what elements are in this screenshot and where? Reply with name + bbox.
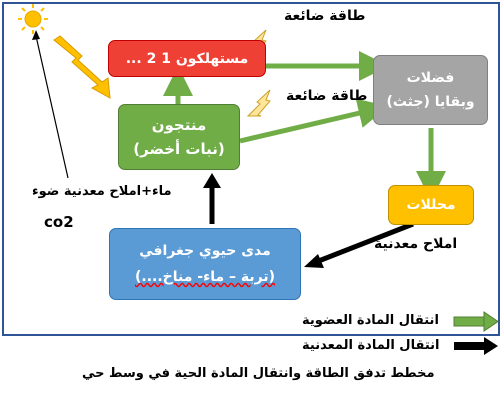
producers-box: منتجون (نبات أخضر)	[118, 104, 240, 170]
producers-sublabel: (نبات أخضر)	[133, 140, 225, 158]
decomposers-label: محللات	[406, 197, 456, 213]
mineral-salts-label: املاح معدنية	[374, 236, 458, 252]
consumers-label: مستهلكون 1 2 ...	[125, 50, 249, 67]
waste-label: فضلات	[406, 70, 455, 86]
sun-icon	[18, 4, 48, 34]
co2-label: co2	[44, 213, 74, 231]
decomposers-box: محللات	[388, 185, 474, 225]
waste-sublabel: وبقايا (جثث)	[386, 94, 475, 110]
light-input-arrow	[35, 35, 69, 179]
lightning-icon	[246, 89, 271, 117]
lost-energy-label-mid: طاقة ضائعة	[286, 88, 368, 104]
lightning-icon	[53, 35, 111, 99]
legend-organic-label: انتقال المادة العضوية	[302, 313, 439, 328]
waste-box: فضلات وبقايا (جثث)	[373, 55, 488, 125]
legend-mineral-label: انتقال المادة المعدنية	[302, 338, 440, 353]
legend-organic-arrow	[453, 311, 499, 332]
inputs-label: ماء+املاح معدنية ضوء	[32, 184, 172, 199]
mineral-arrows	[203, 173, 414, 268]
caption: مخطط تدفق الطاقة وانتقال المادة الحية في…	[82, 366, 435, 381]
biotope-box: مدى حيوي جغرافي (تربة – ماء- مناخ....)	[109, 228, 301, 300]
producers-label: منتجون	[151, 116, 207, 134]
legend-mineral-arrow	[454, 337, 498, 355]
lost-energy-label-top: طاقة ضائعة	[284, 8, 366, 24]
biotope-sublabel: (تربة – ماء- مناخ....)	[134, 269, 276, 285]
arrowhead	[32, 30, 40, 40]
organic-arrows	[163, 51, 446, 201]
biotope-label: مدى حيوي جغرافي	[139, 243, 271, 259]
consumers-box: مستهلكون 1 2 ...	[108, 40, 266, 77]
